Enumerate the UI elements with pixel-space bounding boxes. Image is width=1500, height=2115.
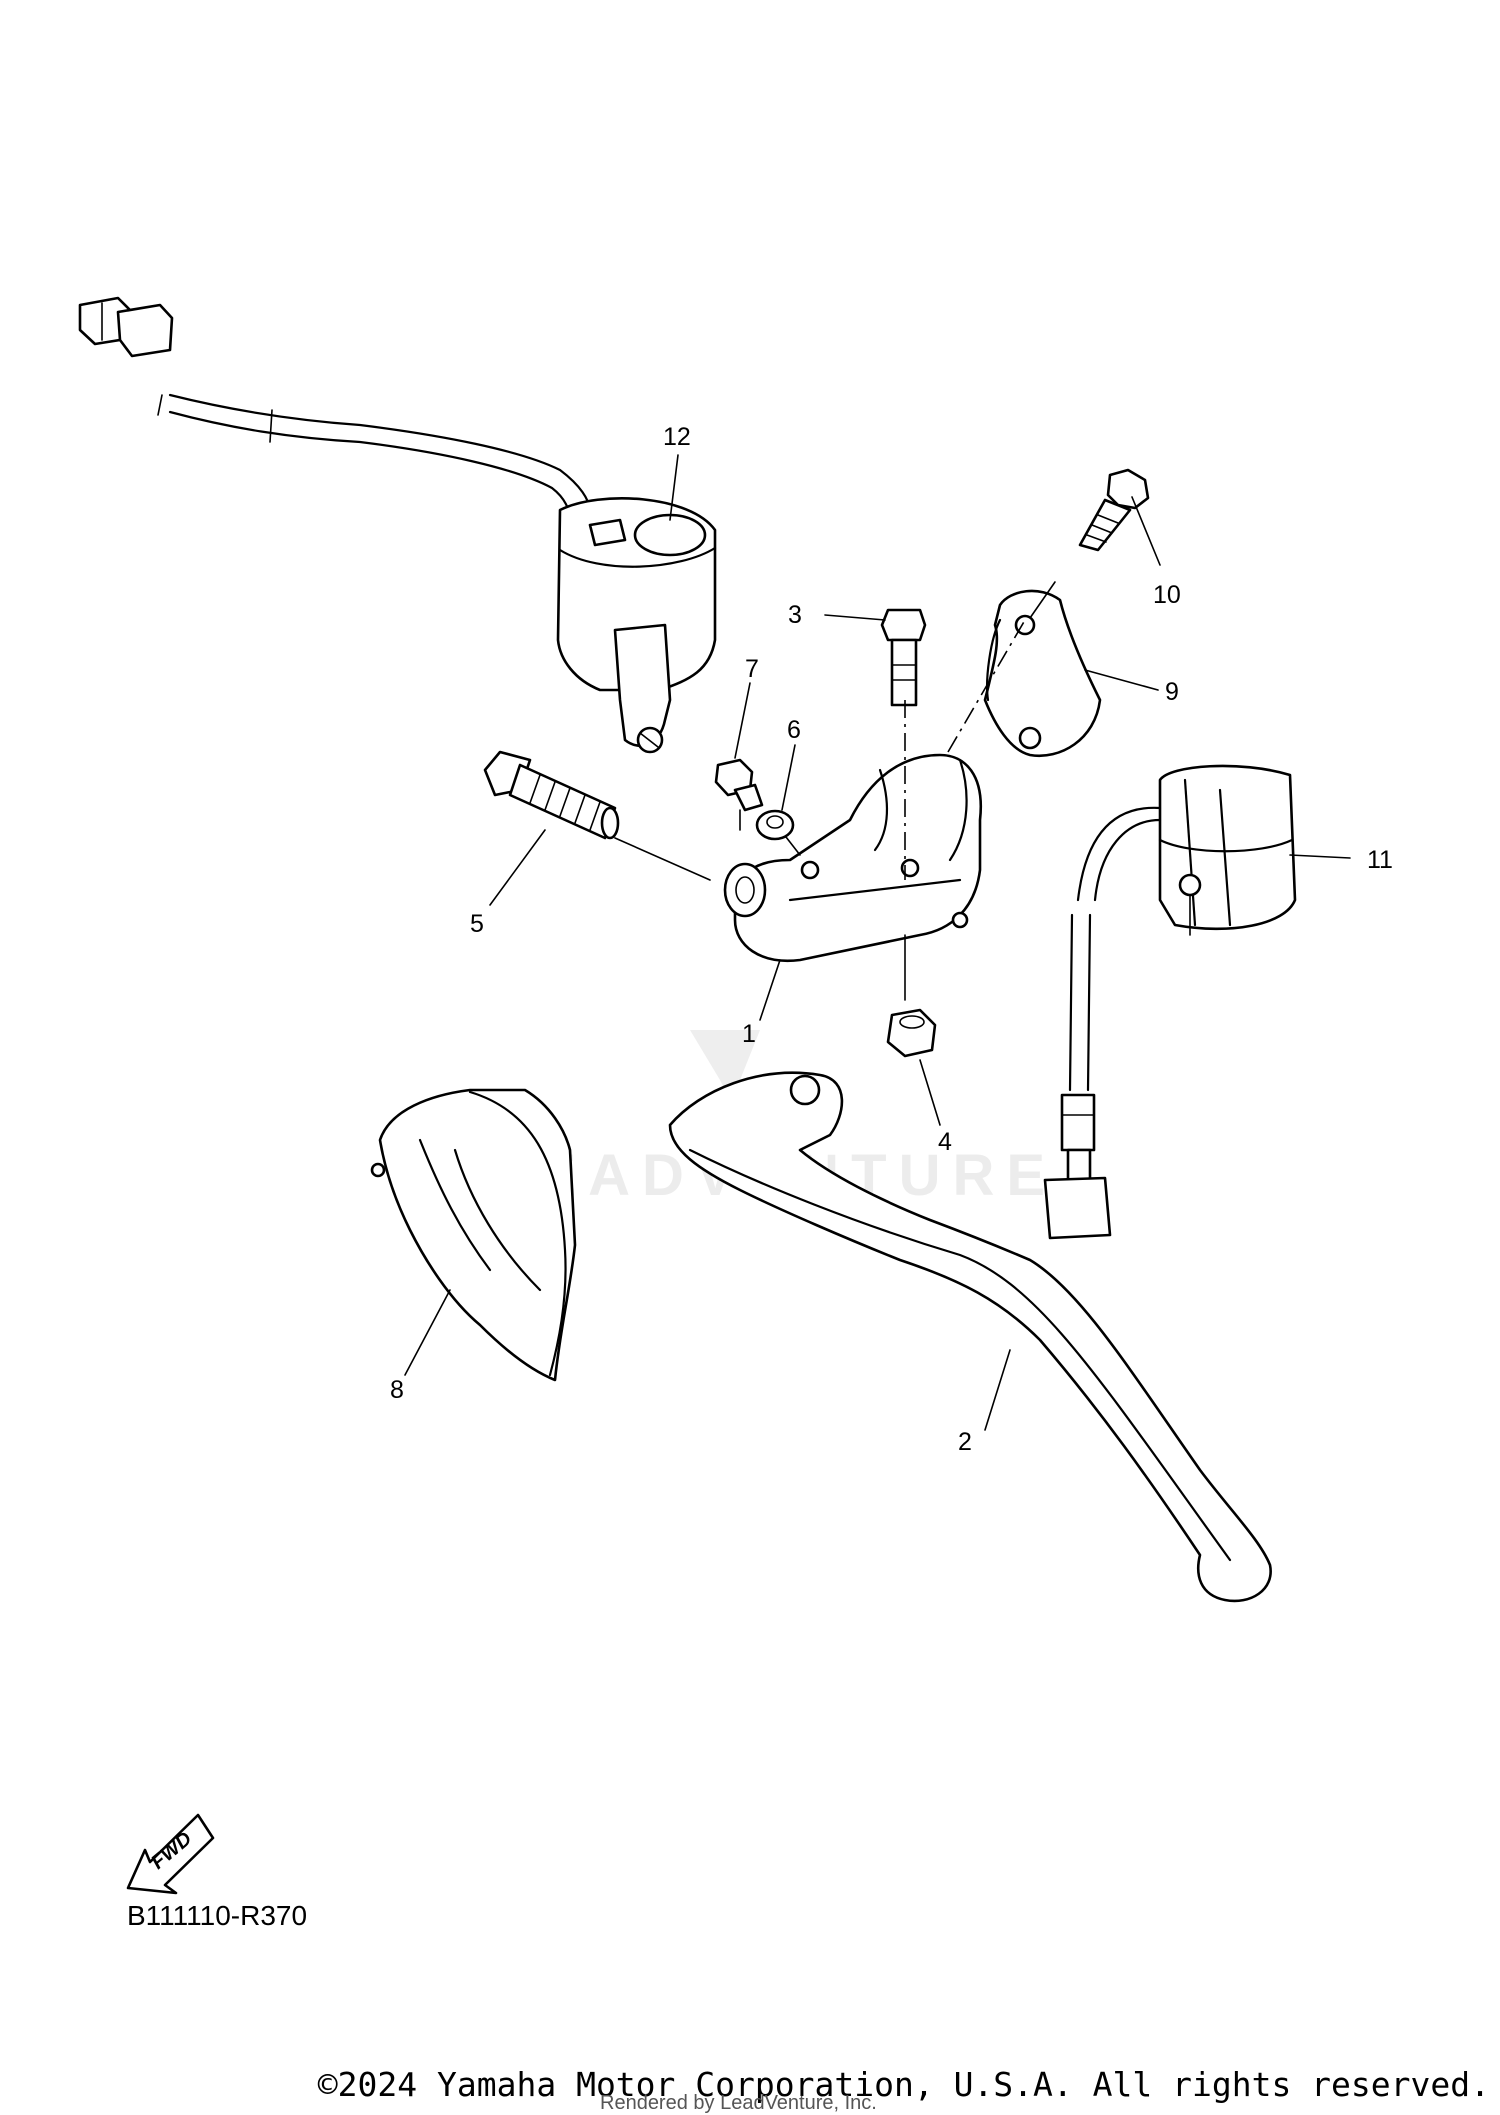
callout-11: 11 [1367,846,1393,874]
part-3-pivot-bolt[interactable] [880,608,927,707]
rendered-by-notice: Rendered by LeadVenture, Inc. [600,2092,877,2114]
callout-10: 10 [1153,581,1181,609]
callout-8: 8 [390,1376,404,1404]
part-1-lever-holder[interactable] [723,753,983,963]
leader-lines [404,454,1351,1431]
part-6-collar[interactable] [755,809,795,841]
callout-2: 2 [958,1428,972,1456]
callout-9: 9 [1165,678,1179,706]
part-11-switch-assembly[interactable] [1043,764,1297,1240]
callout-labels: 1 2 3 4 5 6 7 8 9 10 11 12 [390,423,1393,1456]
part-10-bolt[interactable] [1078,468,1150,552]
callout-1: 1 [742,1020,756,1048]
part-9-clamp[interactable] [983,589,1102,758]
callout-6: 6 [787,716,801,744]
copyright-notice: ©2024 Yamaha Motor Corporation, U.S.A. A… [317,2065,1490,2104]
part-8-lever-cover[interactable] [370,1088,577,1382]
callout-3: 3 [788,601,802,629]
part-12-switch-assembly[interactable] [78,296,717,754]
part-7-screw[interactable] [714,758,764,812]
callout-7: 7 [745,655,759,683]
callout-12: 12 [663,423,691,451]
forward-direction-arrow: FWD [126,1813,215,1895]
part-5-adjuster[interactable] [483,750,620,840]
part-4-nut[interactable] [886,1008,937,1058]
diagram-code: B111110-R370 [127,1900,308,1931]
part-2-clutch-lever[interactable] [668,1071,1272,1603]
callout-4: 4 [938,1128,952,1156]
callout-5: 5 [470,910,484,938]
